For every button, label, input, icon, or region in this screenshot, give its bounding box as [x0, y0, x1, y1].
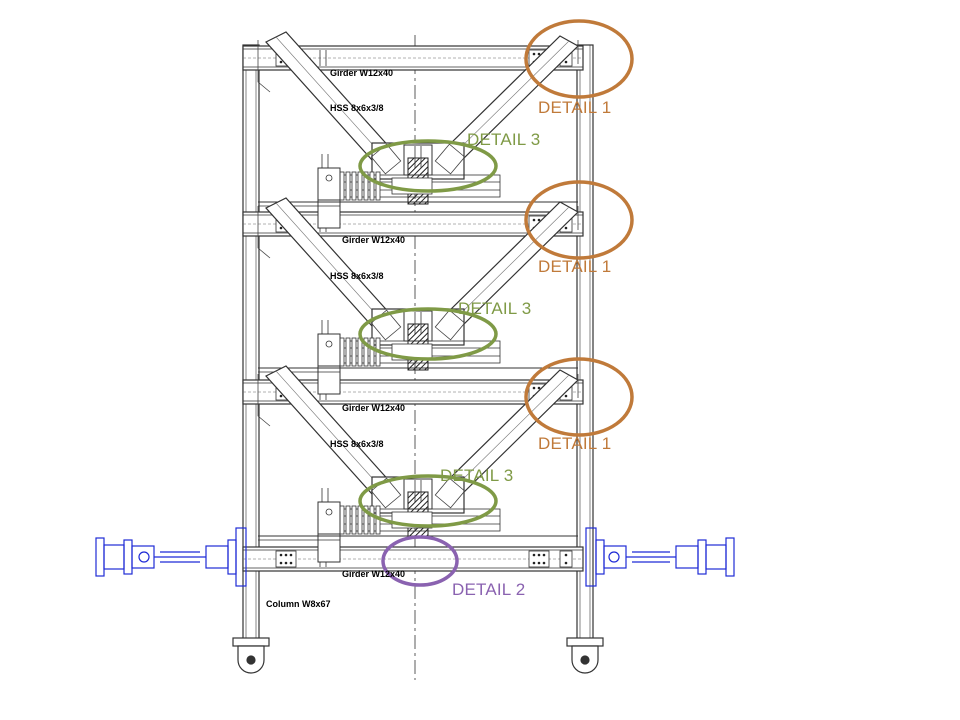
detail-3-marker-top	[358, 139, 498, 193]
girder-label-level-3: Girder W12x40	[342, 235, 406, 245]
girder-label-level-1: Girder W12x40	[342, 569, 406, 579]
detail-1-marker-bottom	[524, 357, 634, 437]
detail-3-label-middle: DETAIL 3	[458, 299, 532, 318]
left-column	[242, 44, 260, 646]
detail-1-marker-middle	[524, 180, 634, 260]
detail-1-label-top: DETAIL 1	[538, 98, 612, 117]
girder-label-level-2: Girder W12x40	[342, 403, 406, 413]
detail-3-marker-middle	[358, 307, 498, 361]
detail-3-marker-bottom	[358, 474, 498, 528]
left-base-support	[232, 637, 270, 674]
detail-1-label-bottom: DETAIL 1	[538, 434, 612, 453]
hss-label-story-2: HSS 8x6x3/8	[330, 271, 384, 281]
right-actuator	[585, 527, 735, 587]
detail-1-label-middle: DETAIL 1	[538, 257, 612, 276]
detail-1-marker-top	[524, 19, 634, 99]
left-actuator	[95, 527, 247, 587]
hss-label-story-1: HSS 8x6x3/8	[330, 439, 384, 449]
detail-2-marker	[381, 535, 459, 587]
detail-3-label-bottom: DETAIL 3	[440, 466, 514, 485]
hss-label-story-3: HSS 8x6x3/8	[330, 103, 384, 113]
girder-label-level-4: Girder W12x40	[330, 68, 394, 78]
girder-level-1	[242, 546, 584, 572]
detail-3-label-top: DETAIL 3	[467, 130, 541, 149]
column-label: Column W8x67	[266, 599, 331, 609]
right-base-support	[566, 637, 604, 674]
detail-2-label: DETAIL 2	[452, 580, 526, 599]
